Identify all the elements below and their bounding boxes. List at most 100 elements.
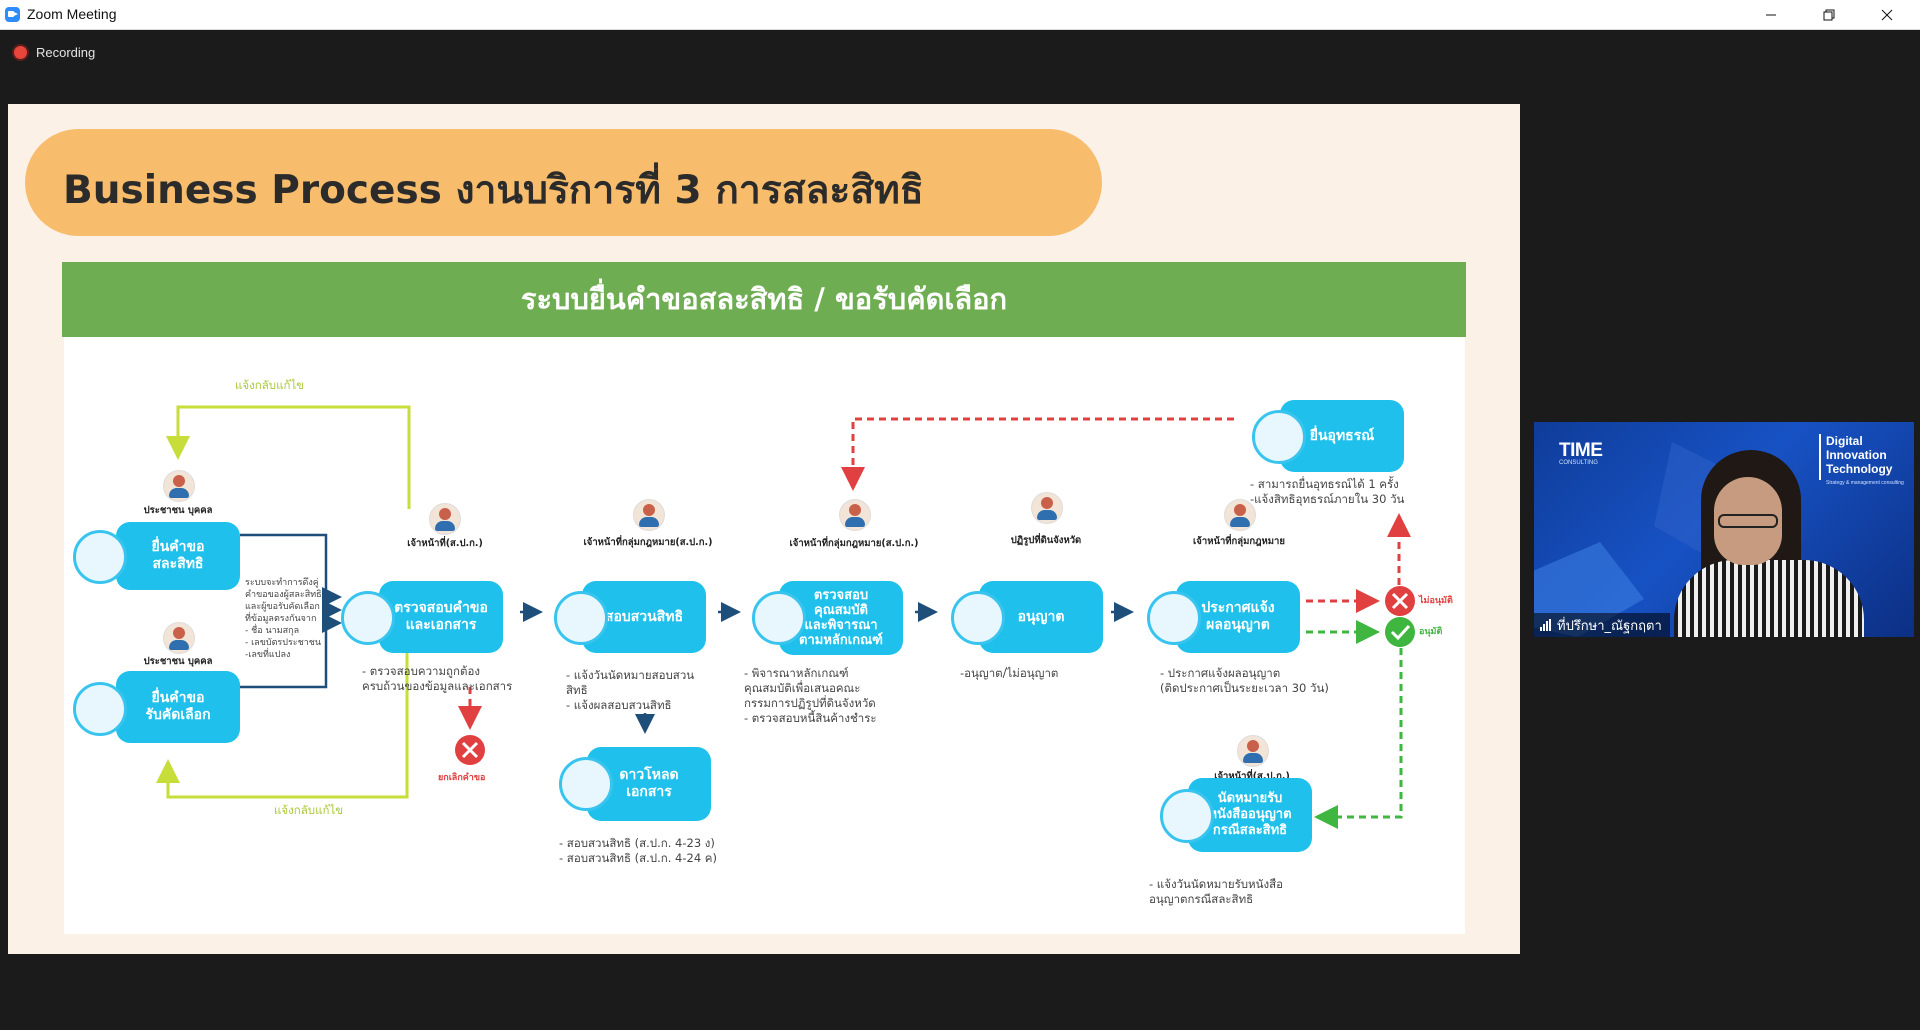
note-line: - ประกาศแจ้งผลอนุญาต	[1160, 666, 1281, 680]
appointment-note: - แจ้งวันนัดหมายรับหนังสือ อนุญาตกรณีสละ…	[1149, 877, 1283, 907]
restore-icon	[1823, 9, 1835, 20]
form-icon	[73, 530, 127, 584]
minimize-icon	[1766, 14, 1776, 15]
request-waive-box: ยื่นคำขอสละสิทธิ	[116, 522, 240, 590]
checklist-clock-icon	[554, 591, 608, 645]
officer-avatar	[429, 503, 461, 535]
cancel-label: ยกเลิกคำขอ	[438, 773, 486, 783]
appeal-box: ยื่นอุทธรณ์	[1280, 400, 1404, 472]
company-logo-sub: CONSULTING	[1559, 460, 1598, 466]
approved-label: อนุมัติ	[1419, 627, 1443, 637]
announcement-icon	[1147, 591, 1201, 645]
box-line: สอบสวนสิทธิ	[604, 608, 684, 625]
role-label: เจ้าหน้าที่(ส.ป.ก.)	[1214, 771, 1290, 782]
box-line: ตรวจสอบคำขอ	[394, 600, 488, 616]
title-pill	[25, 129, 1102, 236]
clock-icon	[1252, 410, 1306, 464]
investigate-note: - แจ้งวันนัดหมายสอบสวน สิทธิ - แจ้งผลสอบ…	[566, 668, 694, 713]
note-line: - แจ้งวันนัดหมายรับหนังสือ	[1149, 877, 1284, 891]
box-line: สละสิทธิ	[152, 556, 204, 572]
note-line: คำขอของผู้สละสิทธิ	[245, 590, 322, 600]
note-line: ระบบจะทำการดึงคู่	[245, 578, 319, 588]
close-icon	[1881, 9, 1893, 20]
participant-glasses	[1718, 514, 1778, 528]
citizen-avatar	[163, 470, 195, 502]
window-titlebar: Zoom Meeting	[0, 0, 1920, 30]
company-logo: TIME	[1559, 440, 1603, 461]
box-line: และเอกสาร	[405, 617, 477, 633]
note-line: - พิจารณาหลักเกณฑ์	[744, 666, 849, 680]
note-line: -แจ้งสิทธิอุทธรณ์ภายใน 30 วัน	[1250, 492, 1405, 506]
note-line: - สอบสวนสิทธิ (ส.ป.ก. 4-24 ค)	[559, 851, 717, 865]
note-line: อนุญาตกรณีสละสิทธิ	[1149, 892, 1254, 906]
recording-label: Recording	[36, 45, 96, 60]
note-line: สิทธิ	[566, 683, 588, 697]
box-line: ยื่นอุทธรณ์	[1309, 427, 1375, 444]
box-line: ตามหลักเกณฑ์	[799, 633, 883, 648]
computer-icon	[341, 591, 395, 645]
investigate-box: สอบสวนสิทธิ	[582, 581, 706, 653]
note-line: - สอบสวนสิทธิ (ส.ป.ก. 4-23 ง)	[559, 836, 715, 850]
brand-line-text: Digital	[1826, 434, 1863, 448]
box-line: อนุญาต	[1017, 608, 1065, 625]
qualify-note: - พิจารณาหลักเกณฑ์ คุณสมบัติเพื่อเสนอคณะ…	[744, 666, 877, 726]
approve-note: -อนุญาต/ไม่อนุญาต	[960, 666, 1058, 681]
note-line: - ตรวจสอบความถูกต้อง	[362, 664, 480, 678]
window-title: Zoom Meeting	[27, 6, 117, 22]
system-note: ระบบจะทำการดึงคู่ คำขอของผู้สละสิทธิ และ…	[245, 577, 322, 661]
box-line: คุณสมบัติ	[814, 603, 868, 618]
not-approved-label: ไม่อนุมัติ	[1419, 596, 1453, 606]
box-line: ผลอนุญาต	[1206, 617, 1270, 633]
box-line: กรณีสละสิทธิ	[1212, 823, 1288, 838]
close-button[interactable]	[1864, 0, 1910, 29]
box-line: ยื่นคำขอ	[151, 690, 205, 706]
box-line: นัดหมายรับ	[1217, 791, 1283, 806]
note-line: -เลขที่แปลง	[245, 650, 291, 660]
magnifier-document-icon	[951, 591, 1005, 645]
note-line: - เลขบัตรประชาชน	[245, 638, 322, 648]
signal-icon	[1540, 619, 1551, 631]
box-line: ประกาศแจ้ง	[1201, 600, 1275, 616]
request-select-box: ยื่นคำขอรับคัดเลือก	[116, 671, 240, 743]
brand-text: Digital Innovation Technology	[1826, 434, 1892, 476]
note-line: - ตรวจสอบหนี้สินค้างชำระ	[744, 711, 877, 725]
note-line: ที่ข้อมูลตรงกันจาก	[245, 614, 317, 624]
check-docs-box: ตรวจสอบคำขอและเอกสาร	[379, 581, 503, 653]
officer-avatar	[1237, 735, 1269, 767]
committee-avatar	[1031, 492, 1063, 524]
box-line: หนังสืออนุญาต	[1208, 807, 1292, 822]
box-line: และพิจารณา	[804, 618, 878, 633]
brand-divider	[1819, 434, 1821, 480]
appeal-note: - สามารถยื่นอุทธรณ์ได้ 1 ครั้ง -แจ้งสิทธ…	[1250, 477, 1404, 507]
citizen-avatar	[163, 622, 195, 654]
role-label: เจ้าหน้าที่กลุ่มกฎหมาย	[1193, 536, 1285, 547]
document-check-icon	[752, 591, 806, 645]
box-line: ดาวโหลด	[619, 767, 679, 783]
box-line: เอกสาร	[626, 784, 672, 800]
participant-video[interactable]: TIME CONSULTING Digital Innovation Techn…	[1534, 422, 1914, 637]
restore-button[interactable]	[1806, 0, 1852, 29]
process-diagram: แจ้งกลับแก้ไข แจ้งกลับแก้ไข ประชาชน บุคค…	[64, 337, 1465, 934]
note-line: - ชื่อ นามสกุล	[245, 626, 300, 636]
role-label: ปฏิรูปที่ดินจังหวัด	[1010, 535, 1082, 546]
box-line: รับคัดเลือก	[145, 707, 211, 723]
role-label: เจ้าหน้าที่กลุ่มกฎหมาย(ส.ป.ก.)	[583, 537, 713, 548]
minimize-button[interactable]	[1748, 0, 1794, 29]
role-label: เจ้าหน้าที่(ส.ป.ก.)	[407, 538, 483, 549]
legal-officer-avatar	[839, 499, 871, 531]
download-note: - สอบสวนสิทธิ (ส.ป.ก. 4-23 ง) - สอบสวนสิ…	[559, 836, 717, 866]
download-docs-box: ดาวโหลดเอกสาร	[587, 747, 711, 821]
note-line: - แจ้งผลสอบสวนสิทธิ	[566, 698, 672, 712]
note-line: -อนุญาต/ไม่อนุญาต	[960, 666, 1059, 680]
legal-officer-avatar	[1224, 499, 1256, 531]
box-line: ตรวจสอบ	[813, 588, 869, 603]
note-line: - สามารถยื่นอุทธรณ์ได้ 1 ครั้ง	[1250, 477, 1399, 491]
system-banner: ระบบยื่นคำขอสละสิทธิ / ขอรับคัดเลือก	[62, 262, 1466, 337]
recording-indicator[interactable]: Recording	[14, 45, 95, 60]
role-label: ประชาชน บุคคล	[143, 505, 213, 516]
announce-note: - ประกาศแจ้งผลอนุญาต (ติดประกาศเป็นระยะเ…	[1160, 666, 1329, 696]
shared-slide: Business Process งานบริการที่ 3 การสละสิ…	[8, 104, 1520, 954]
folder-download-icon	[559, 757, 613, 811]
note-line: คุณสมบัติเพื่อเสนอคณะ	[744, 681, 861, 695]
connector-lines	[156, 405, 1415, 829]
